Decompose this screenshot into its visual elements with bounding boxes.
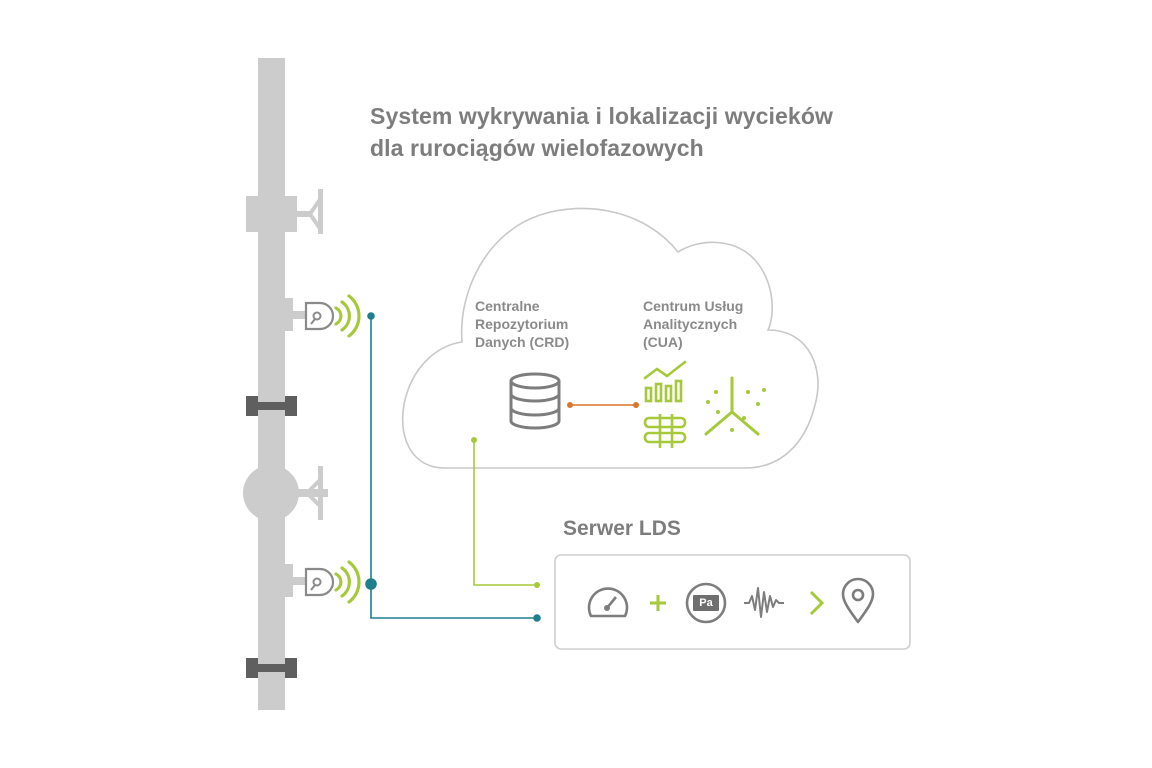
diagram-title-line-1: System wykrywania i lokalizacji wycieków bbox=[370, 103, 833, 129]
pressure-sensor-upper-icon bbox=[284, 298, 335, 331]
cloud-server-link bbox=[471, 437, 540, 588]
database-icon bbox=[509, 372, 561, 430]
bar-trend-chart-icon bbox=[643, 360, 687, 403]
crd-label: Centralne Repozytorium Danych (CRD) bbox=[475, 298, 570, 350]
chevron-right-icon bbox=[809, 590, 825, 616]
data-table-icon bbox=[643, 414, 687, 448]
flange-lower-icon bbox=[246, 658, 297, 678]
lds-server-title: Serwer LDS bbox=[563, 517, 681, 540]
lds-server-box bbox=[554, 554, 911, 650]
cua-label: Centrum Usług Analitycznych (CUA) bbox=[643, 298, 744, 350]
pipeline bbox=[243, 58, 361, 710]
wireless-signal-lower-icon bbox=[334, 560, 361, 604]
flange-upper-icon bbox=[246, 396, 297, 416]
clustering-icon bbox=[704, 376, 766, 436]
gate-valve-top-icon bbox=[246, 189, 323, 234]
waveform-icon bbox=[744, 587, 784, 618]
wireless-signal-upper-icon bbox=[334, 294, 361, 338]
diagram-title-line-2: dla rurociągów wielofazowych bbox=[370, 135, 704, 161]
pressure-sensor-lower-icon bbox=[284, 564, 335, 597]
pressure-gauge-icon bbox=[587, 587, 629, 618]
plus-icon bbox=[650, 595, 666, 611]
ball-valve-icon bbox=[243, 465, 328, 521]
pascal-unit-label: Pa bbox=[699, 597, 713, 609]
pipe-body bbox=[258, 58, 285, 710]
pascal-sensor-icon bbox=[685, 582, 727, 624]
cloud-shape bbox=[401, 207, 819, 469]
location-pin-icon bbox=[841, 577, 875, 624]
crd-cua-link bbox=[567, 402, 639, 408]
sensor-connection-lines bbox=[365, 312, 541, 622]
